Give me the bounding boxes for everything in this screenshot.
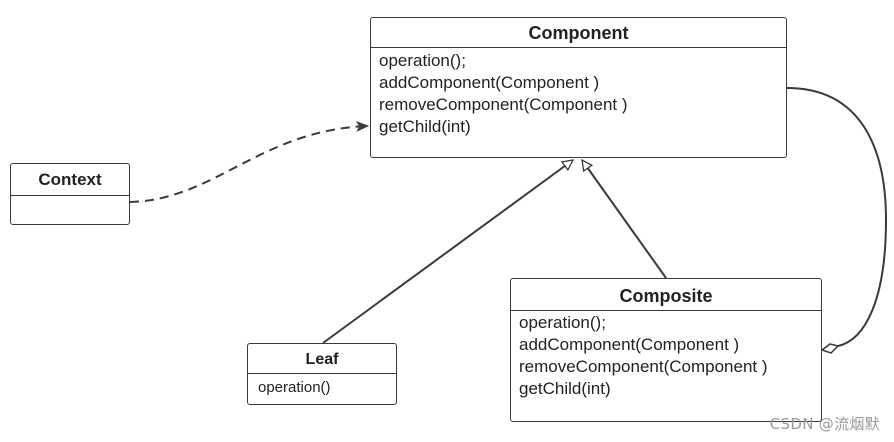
class-box-leaf: Leaf operation(): [247, 343, 397, 405]
operation-item: getChild(int): [519, 379, 611, 398]
class-box-context: Context: [10, 163, 130, 225]
operation-item: removeComponent(Component ): [519, 357, 768, 376]
operation-item: removeComponent(Component ): [379, 95, 628, 114]
class-box-composite: Composite operation(); addComponent(Comp…: [510, 278, 822, 422]
class-operations-leaf: operation(): [248, 374, 396, 400]
class-operations-composite: operation(); addComponent(Component ) re…: [511, 311, 821, 400]
class-name-context: Context: [11, 164, 129, 196]
class-operations-context: [11, 196, 129, 198]
operation-item: operation();: [519, 313, 606, 332]
operation-item: operation();: [379, 51, 466, 70]
operation-item: addComponent(Component ): [519, 335, 740, 354]
dependency-line-context-component: [129, 121, 370, 203]
aggregation-diamond-icon: [820, 343, 840, 354]
aggregation-line-composite-component: [786, 87, 888, 347]
operation-item: operation(): [258, 379, 331, 396]
watermark-text: CSDN @流烟默: [769, 415, 880, 433]
class-operations-component: operation(); addComponent(Component ) re…: [371, 48, 786, 138]
class-name-composite: Composite: [511, 279, 821, 311]
operation-item: getChild(int): [379, 117, 471, 136]
operation-item: addComponent(Component ): [379, 73, 600, 92]
class-name-component: Component: [371, 18, 786, 48]
generalization-line-composite-component: [582, 160, 667, 279]
generalization-line-leaf-component: [322, 160, 573, 344]
class-box-component: Component operation(); addComponent(Comp…: [370, 17, 787, 158]
class-name-leaf: Leaf: [248, 344, 396, 374]
